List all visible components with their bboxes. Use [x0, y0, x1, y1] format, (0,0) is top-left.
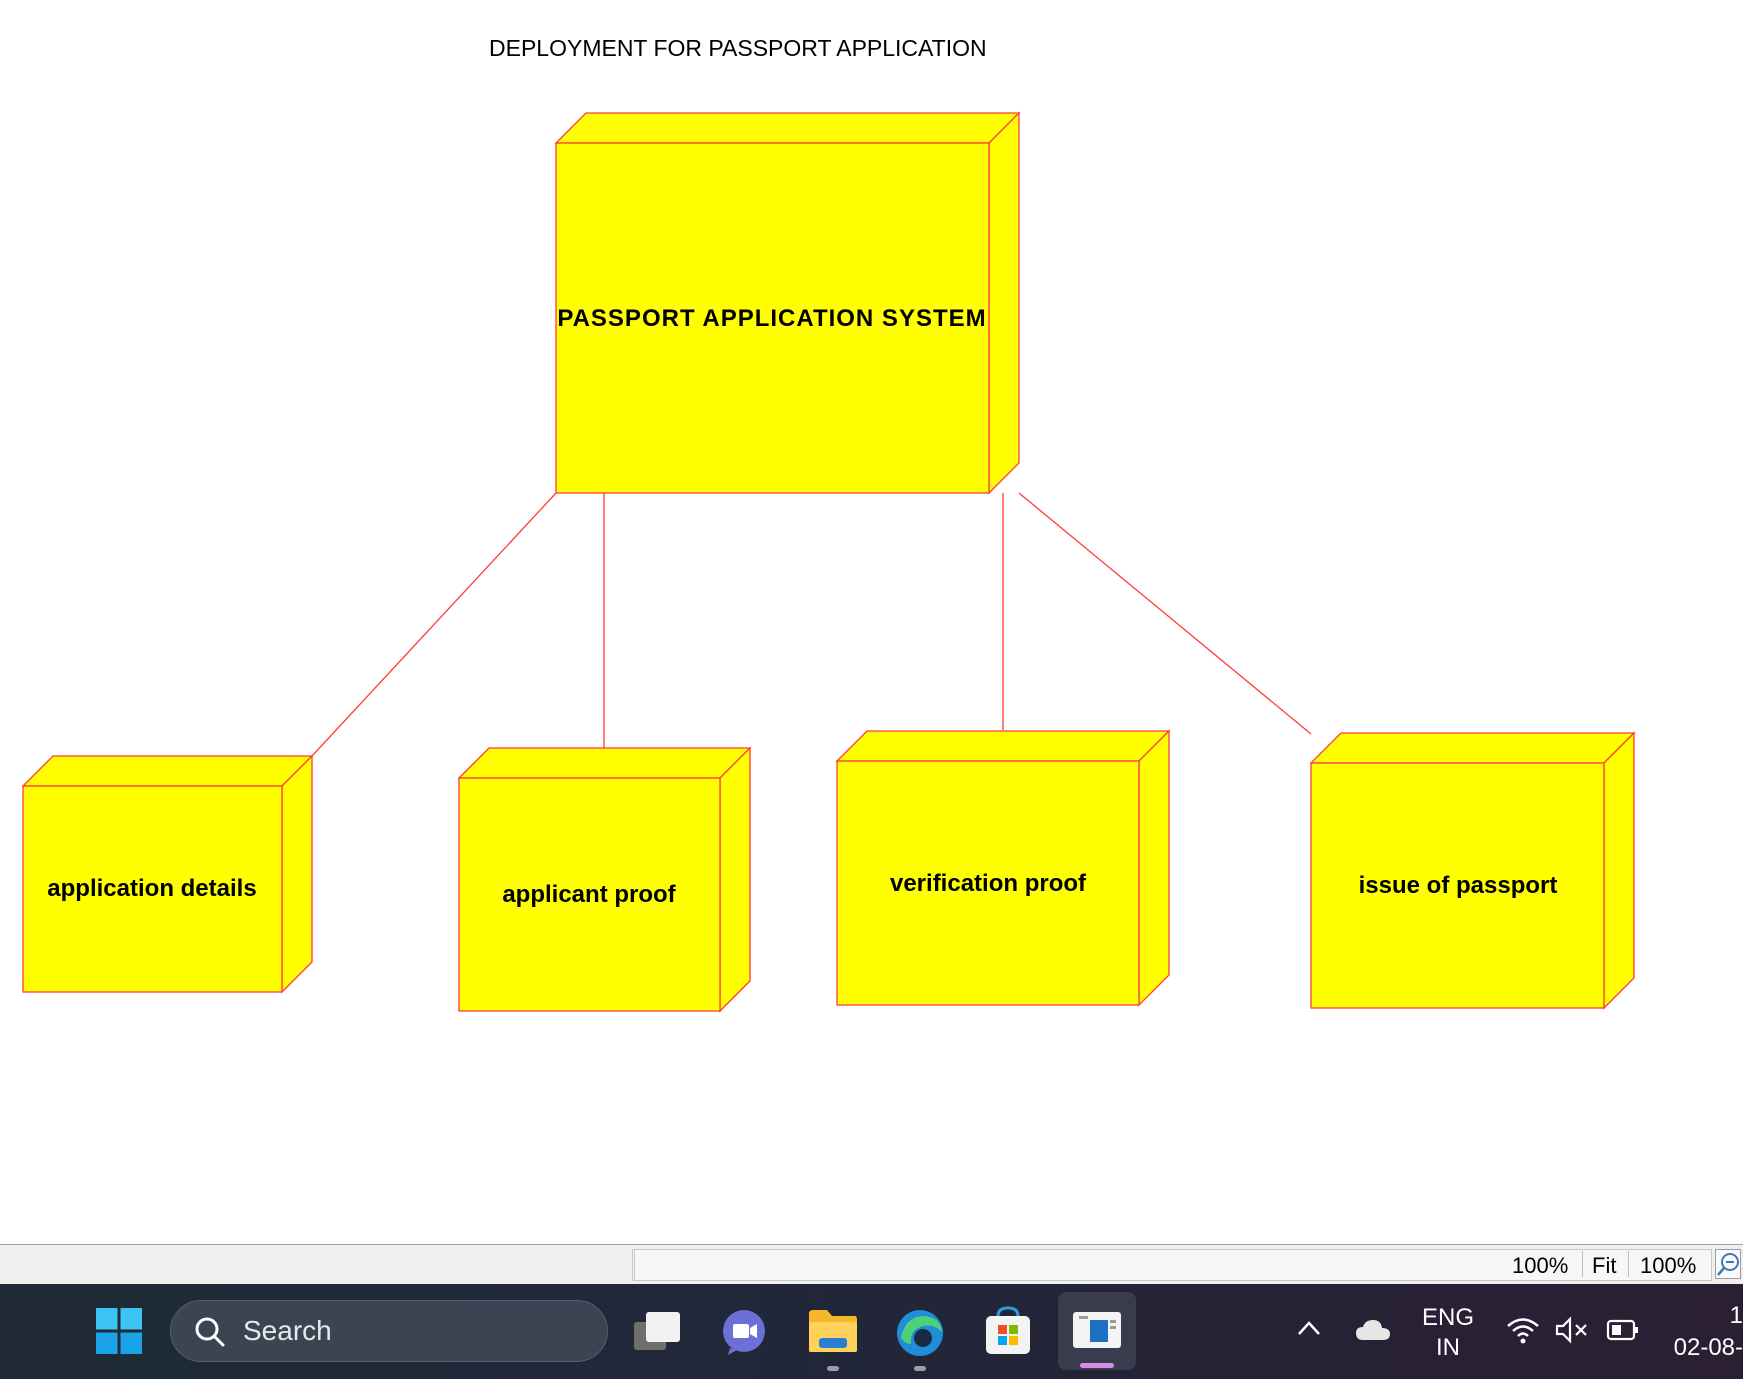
- zoom-out-button[interactable]: [1715, 1249, 1741, 1279]
- edge-browser-icon: [897, 1310, 943, 1356]
- taskbar-search-box[interactable]: Search: [170, 1300, 608, 1362]
- deployment-diagram: DEPLOYMENT FOR PASSPORT APPLICATION PASS…: [21, 35, 1636, 1013]
- volume-button[interactable]: [1554, 1316, 1590, 1349]
- node-applicant-proof[interactable]: applicant proof: [457, 746, 752, 1013]
- active-app-button[interactable]: [1058, 1292, 1136, 1370]
- status-pane-left: [0, 1249, 633, 1281]
- language-line-1: ENG: [1421, 1304, 1474, 1331]
- volume-muted-icon: [1555, 1316, 1587, 1344]
- onedrive-button[interactable]: [1355, 1318, 1391, 1347]
- store-bag-icon: [986, 1306, 1030, 1354]
- cloud-icon: [1356, 1320, 1390, 1340]
- status-bar: 100% Fit 100%: [0, 1244, 1743, 1284]
- node-application-details[interactable]: application details: [21, 754, 314, 994]
- node-label-main: PASSPORT APPLICATION SYSTEM: [557, 305, 986, 332]
- clock-time: 1: [1729, 1302, 1743, 1329]
- battery-button[interactable]: [1606, 1318, 1640, 1347]
- diagram-title: DEPLOYMENT FOR PASSPORT APPLICATION: [489, 35, 987, 61]
- status-pane-main: [634, 1249, 1712, 1281]
- node-label-issue-of-passport: issue of passport: [1359, 872, 1558, 899]
- diagram-app-icon: [1073, 1312, 1121, 1348]
- video-chat-icon: [723, 1310, 765, 1355]
- fit-button[interactable]: Fit: [1592, 1253, 1617, 1278]
- network-button[interactable]: [1506, 1316, 1540, 1349]
- node-verification-proof[interactable]: verification proof: [835, 729, 1171, 1007]
- windows-logo-icon: [96, 1308, 142, 1354]
- edge-browser-button[interactable]: [895, 1308, 945, 1363]
- task-view-button[interactable]: [632, 1310, 682, 1359]
- taskbar: Search: [0, 1284, 1743, 1379]
- node-passport-application-system[interactable]: PASSPORT APPLICATION SYSTEM: [554, 111, 1021, 495]
- status-separator: [1628, 1251, 1629, 1277]
- folder-icon: [809, 1310, 857, 1352]
- language-indicator[interactable]: ENG IN: [1418, 1304, 1478, 1362]
- battery-icon: [1606, 1319, 1638, 1341]
- chevron-up-icon: [1298, 1321, 1320, 1335]
- zoom-percent: 100%: [1512, 1253, 1569, 1278]
- zoom-level-button[interactable]: 100%: [1640, 1253, 1697, 1278]
- clock-date: 02-08-: [1673, 1334, 1743, 1361]
- task-view-icon: [634, 1312, 680, 1350]
- connector-application-details[interactable]: [311, 492, 557, 757]
- magnifier-minus-icon: [1717, 1253, 1739, 1276]
- node-issue-of-passport[interactable]: issue of passport: [1309, 731, 1636, 1010]
- search-icon: [195, 1317, 225, 1347]
- start-button[interactable]: [96, 1308, 142, 1359]
- language-line-2: IN: [1436, 1334, 1460, 1361]
- connector-issue-of-passport[interactable]: [1018, 492, 1312, 735]
- node-label-applicant-proof: applicant proof: [502, 881, 676, 908]
- node-label-application-details: application details: [47, 875, 256, 902]
- teams-chat-button[interactable]: [720, 1308, 768, 1361]
- running-indicator: [827, 1366, 839, 1371]
- diagram-canvas: DEPLOYMENT FOR PASSPORT APPLICATION PASS…: [21, 35, 1636, 1013]
- status-separator: [1582, 1251, 1583, 1277]
- connectors: [311, 492, 1312, 757]
- file-explorer-button[interactable]: [807, 1308, 859, 1359]
- running-indicator: [914, 1366, 926, 1371]
- node-label-verification-proof: verification proof: [890, 870, 1087, 897]
- clock[interactable]: 1 02-08-: [1660, 1302, 1743, 1362]
- wifi-icon: [1507, 1318, 1539, 1344]
- search-label: Search: [243, 1315, 332, 1346]
- show-hidden-icons-button[interactable]: [1296, 1318, 1322, 1343]
- microsoft-store-button[interactable]: [984, 1306, 1032, 1361]
- active-indicator: [1080, 1363, 1114, 1368]
